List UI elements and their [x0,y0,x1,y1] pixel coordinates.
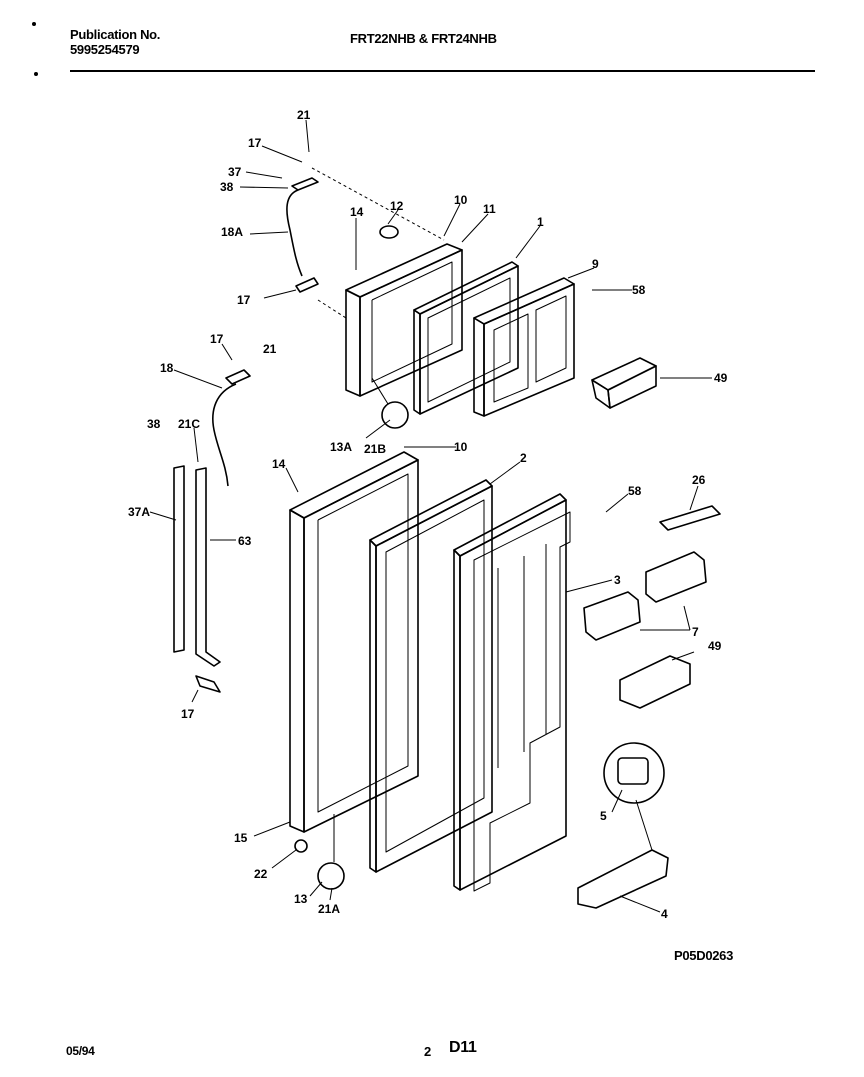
egg-tray [659,505,721,531]
callout-label: 18 [160,361,174,375]
callout-label: 22 [254,867,268,881]
header-rule [70,70,815,72]
door-bin-upper [645,551,707,603]
freezer-shelf-bin [591,357,657,409]
callout-label: 21 [263,342,277,356]
callout-label: 49 [714,371,728,385]
callout-label: 13 [294,892,308,906]
callout-label: 11 [483,202,496,216]
callout-label: 12 [390,199,404,213]
callout-label: 26 [692,473,706,487]
callout-label: 18A [221,225,243,239]
callout-label: 5 [600,809,607,823]
callout-label: 38 [147,417,161,431]
door-strip-37a [173,465,185,653]
callout-label: 58 [632,283,646,297]
callout-label: 13A [330,440,352,454]
callout-label: 14 [272,457,286,471]
footer-section-code: D11 [449,1039,477,1056]
callout-label: 2 [520,451,527,465]
callout-label: 15 [234,831,248,845]
lower-hinge-18 [212,383,237,487]
publication-number: 5995254579 [70,42,140,57]
callout-label: 37A [128,505,150,519]
callout-label: 14 [350,205,364,219]
callout-label: 17 [181,707,195,721]
callout-label: 1 [537,215,544,229]
fresh-food-door-gasket [369,479,493,873]
callout-label: 10 [454,440,468,454]
callout-label: 21B [364,442,386,456]
callout-label: 63 [238,534,252,548]
callout-label: 4 [661,907,668,921]
callout-label: 21C [178,417,200,431]
callout-label: 17 [210,332,224,346]
door-bin-lower [583,591,641,641]
callout-label: 7 [692,625,699,639]
callout-label: 21A [318,902,340,916]
callout-label: 38 [220,180,234,194]
callout-labels: 21 17 37 38 18A 14 12 10 11 1 9 58 17 17… [128,108,728,921]
footer-page-number: 2 [424,1044,431,1059]
callout-label: 21 [297,108,311,122]
callout-label: 37 [228,165,242,179]
bottle-retainer-bar [577,849,669,909]
corner-mark-top [32,22,36,26]
footer-date: 05/94 [66,1044,95,1058]
callout-label: 10 [454,193,468,207]
upper-hinge-18a [286,189,303,277]
fresh-food-door-outer-panel [289,451,419,833]
callout-label: 17 [248,136,262,150]
freezer-door-outer-panel [345,243,463,397]
freezer-door-gasket [413,261,519,415]
fresh-food-shelf-bin [619,655,691,709]
callout-label: 9 [592,257,599,271]
door-trim-63 [195,467,221,667]
figure-code: P05D0263 [674,948,734,963]
model-title: FRT22NHB & FRT24NHB [350,31,497,46]
callout-label: 58 [628,484,642,498]
callout-label: 49 [708,639,722,653]
callout-label: 17 [237,293,251,307]
fresh-food-door-liner [453,493,571,892]
callout-label: 3 [614,573,621,587]
freezer-door-liner [473,277,575,417]
publication-label: Publication No. [70,27,161,42]
corner-mark-mid [34,72,38,76]
